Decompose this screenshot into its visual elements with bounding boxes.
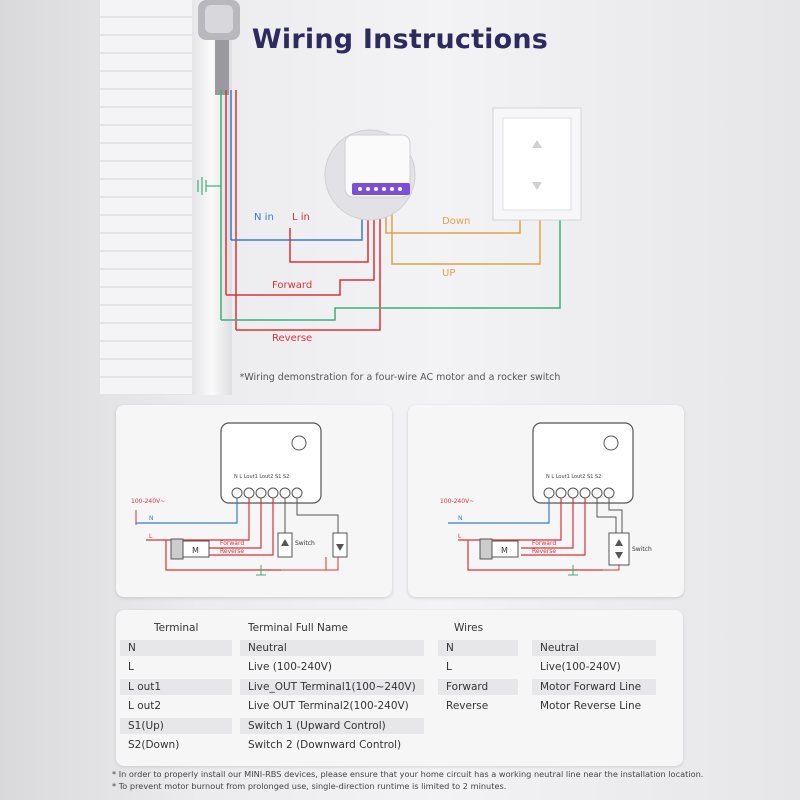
left-terminal-text: N L Lout1 Lout2 S1 S2 (234, 474, 289, 480)
full-name-cell: Switch 2 (Downward Control) (248, 739, 402, 751)
left-earth-icon (256, 565, 266, 576)
left-motor-icon: M (170, 538, 210, 560)
full-name-cell: Live_OUT Terminal1(100~240V) (240, 679, 424, 695)
terminal-cell: S1(Up) (120, 718, 232, 734)
wire-cell: Reverse (446, 700, 489, 712)
svg-text:Forward: Forward (532, 540, 556, 547)
svg-text:L: L (458, 533, 462, 540)
svg-text:Switch: Switch (295, 540, 315, 547)
motor-bracket-icon (198, 0, 240, 95)
svg-text:Reverse: Reverse (220, 548, 244, 555)
label-forward: Forward (272, 280, 313, 291)
svg-text:N: N (458, 515, 463, 522)
terminal-cell: S2(Down) (128, 739, 180, 751)
diagram-caption: *Wiring demonstration for a four-wire AC… (239, 372, 561, 383)
label-up: UP (442, 268, 456, 279)
svg-text:100-240V~: 100-240V~ (440, 498, 474, 505)
svg-text:Switch: Switch (632, 546, 652, 553)
header-wires: Wires (454, 622, 484, 634)
wire-cell: N (438, 640, 518, 656)
svg-text:M: M (501, 546, 508, 555)
label-l-in: L in (292, 212, 310, 223)
full-name-cell: Switch 1 (Upward Control) (240, 718, 424, 734)
wire-desc-cell: Motor Reverse Line (540, 700, 642, 712)
label-reverse: Reverse (272, 333, 313, 344)
right-earth-icon (568, 565, 578, 576)
right-terminal-text: N L Lout1 Lout2 S1 S2 (546, 474, 601, 480)
terminal-cell: L out1 (120, 679, 232, 695)
svg-text:M: M (192, 546, 199, 555)
svg-text:Reverse: Reverse (532, 548, 556, 555)
wire-desc-cell: Motor Forward Line (532, 679, 656, 695)
full-name-cell: Live OUT Terminal2(100-240V) (248, 700, 409, 712)
page-title: Wiring Instructions (251, 24, 549, 55)
wire-desc-cell: Neutral (532, 640, 656, 656)
mini-rbs-device-icon (324, 129, 416, 221)
terminal-cell: L out2 (128, 700, 162, 712)
footnote-runtime: * To prevent motor burnout from prolonge… (112, 781, 507, 791)
right-wiring-panel: N L Lout1 Lout2 S1 S2 M 100-240V~ N L Fo… (408, 405, 684, 597)
top-wiring-diagram (197, 0, 582, 331)
right-rocker-switch-icon (608, 532, 630, 566)
right-motor-icon: M (479, 538, 519, 560)
right-schematic: N L Lout1 Lout2 S1 S2 M 100-240V~ N L Fo… (440, 422, 652, 576)
footnote-neutral: * In order to properly install our MINI-… (112, 769, 704, 779)
earth-icon (197, 177, 221, 195)
header-terminal: Terminal (154, 622, 199, 634)
svg-text:N: N (149, 515, 154, 522)
terminal-cell: L (128, 661, 134, 673)
left-schematic: N L Lout1 Lout2 S1 S2 M 100-240V~ N (131, 422, 348, 576)
wire-cell: L (446, 661, 452, 673)
left-wiring-panel: N L Lout1 Lout2 S1 S2 M 100-240V~ N (116, 405, 392, 597)
terminal-table-panel: Terminal Terminal Full Name Wires N Neut… (116, 610, 683, 766)
svg-text:100-240V~: 100-240V~ (131, 498, 165, 505)
label-n-in: N in (254, 212, 274, 223)
wire-desc-cell: Live(100-240V) (540, 661, 621, 673)
full-name-cell: Live (100-240V) (248, 661, 333, 673)
wall-switch-icon (492, 107, 582, 221)
svg-text:L: L (149, 533, 153, 540)
header-full-name: Terminal Full Name (248, 622, 348, 634)
wire-cell: Forward (438, 679, 518, 695)
roller-blind (100, 0, 193, 395)
svg-text:Forward: Forward (220, 540, 244, 547)
label-down: Down (442, 216, 471, 227)
terminal-cell: N (120, 640, 232, 656)
full-name-cell: Neutral (240, 640, 424, 656)
